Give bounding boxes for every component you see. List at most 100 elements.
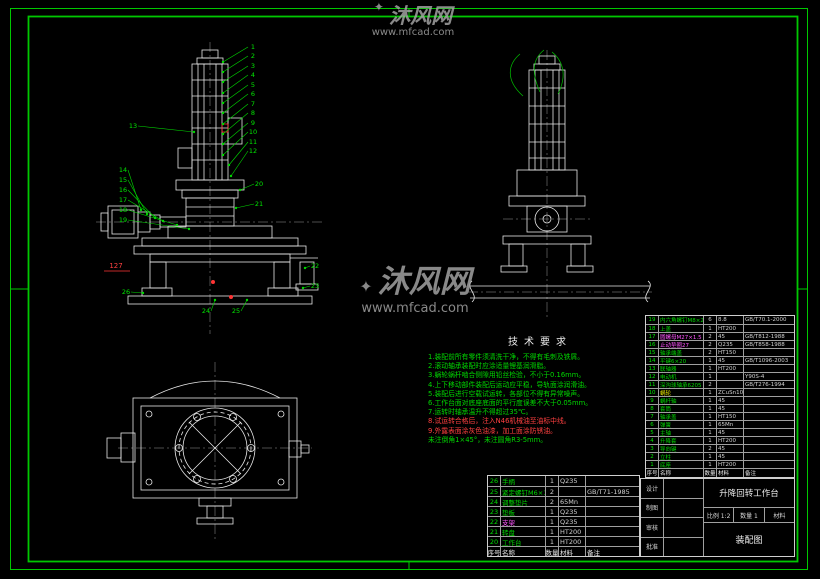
bom-cell: 5: [646, 429, 659, 436]
bom-cell: HT200: [717, 325, 744, 332]
title-block-label: 制图: [641, 498, 664, 517]
bom-cell: 导向键: [659, 445, 704, 452]
technical-requirements: 技术要求 1.装配前所有零件须清洗干净，不得有毛刺及铁屑。2.滚动轴承装配时应涂…: [428, 333, 652, 445]
bom-cell: 弹簧: [659, 421, 704, 428]
part-callout: 7: [251, 100, 255, 108]
title-block-label: 审核: [641, 518, 664, 537]
bom-cell: [586, 507, 639, 516]
bom-cell: [744, 349, 794, 356]
bom-cell: GB/T858-1988: [745, 341, 785, 348]
bom-cell: 8.8: [717, 316, 744, 324]
bom-header-row: 序号名称数量材料备注: [488, 546, 639, 556]
bom-cell: 20: [488, 537, 501, 546]
part-callout: 23: [311, 282, 319, 290]
bom-cell: [744, 365, 794, 372]
part-callout: 12: [249, 147, 257, 155]
bom-cell: GB/T812-1988: [745, 333, 785, 340]
bom-cell: [586, 527, 639, 536]
tech-requirement-line: 未注倒角1×45°，未注圆角R3-5mm。: [428, 435, 548, 444]
title-block-row: 审核: [641, 517, 703, 537]
bom-cell: 45: [717, 429, 744, 436]
tech-requirement-line: 8.试运转合格后，注入N46机械油至油标中线。: [428, 417, 571, 426]
bom-cell: 1: [704, 453, 717, 460]
bom-cell: 手柄: [501, 476, 546, 486]
bom-cell: [744, 453, 794, 460]
bom-cell: 22: [488, 517, 501, 526]
bom-cell: [744, 405, 794, 412]
bom-cell: 转盘: [501, 527, 546, 536]
bom-cell: 15: [646, 349, 659, 356]
bom-cell: 2: [704, 341, 717, 348]
bom-cell: Y90S-4: [745, 373, 765, 380]
part-callout: 17: [119, 196, 127, 204]
bom-cell: HT200: [559, 537, 586, 546]
part-callout: 4: [251, 71, 255, 79]
front-view: 12 7: [96, 42, 324, 334]
bom-cell: 1: [704, 413, 717, 420]
bom-cell: HT200: [717, 365, 744, 372]
bom-cell: 1: [704, 325, 717, 332]
bom-cell: [744, 421, 794, 428]
bom-cell: 2: [704, 333, 717, 340]
bom-cell: 名称: [659, 469, 704, 477]
bom-cell: 45: [717, 453, 744, 460]
drawing-material: 材料: [773, 512, 786, 520]
bom-cell: 11: [646, 381, 659, 388]
title-block-blank: [664, 518, 703, 537]
bom-cell: 9: [646, 397, 659, 404]
bom-cell: GB/T1096-2003: [745, 357, 789, 364]
bom-cell: 1: [546, 517, 559, 526]
bom-header-row: 序号名称数量材料备注: [646, 468, 794, 477]
bom-cell: 圆螺母M27×1.5: [659, 333, 704, 340]
bom-cell: ZCuSn10P1: [718, 389, 744, 396]
technical-requirements-lines: 1.装配前所有零件须清洗干净，不得有毛刺及铁屑。2.滚动轴承装配时应涂适量锂基润…: [428, 353, 652, 445]
bom-cell: 材料: [717, 469, 744, 477]
tech-requirement-line: 2.滚动轴承装配时应涂适量锂基润滑脂。: [428, 362, 551, 371]
bom-cell: 蜗轮: [659, 389, 704, 396]
part-callout: 15: [119, 176, 127, 184]
bom-cell: 内六角螺钉M8×20: [660, 316, 704, 324]
bom-cell: 1: [546, 527, 559, 536]
bom-cell: 数量: [546, 547, 559, 556]
bom-cell: 1: [704, 373, 717, 380]
bom-cell: 1: [546, 476, 559, 486]
bom-cell: Q235: [559, 476, 586, 486]
bom-cell: 12: [646, 373, 659, 380]
bom-cell: 8: [646, 405, 659, 412]
side-view-leader-arcs: [509, 49, 564, 97]
bom-cell: [744, 389, 794, 396]
tech-requirement-line: 3.蜗轮蜗杆啮合侧隙用铅丝检验，不小于0.16mm。: [428, 371, 586, 380]
tech-requirement-line: 9.外露表面涂灰色油漆，加工面涂防锈油。: [428, 426, 557, 435]
bom-cell: 2: [704, 349, 717, 356]
title-block-label: 设计: [641, 479, 664, 498]
bom-cell: 蜗杆轴: [659, 397, 704, 404]
bom-cell: 轴承盖: [659, 413, 704, 420]
bom-cell: 电动机: [659, 373, 704, 380]
bom-cell: 1: [704, 397, 717, 404]
drawing-frame: [10, 8, 808, 570]
tech-requirement-line: 6.工作台面对底座底面的平行度误差不大于0.05mm。: [428, 399, 593, 408]
bom-cell: [586, 497, 639, 506]
bom-cell: 备注: [745, 471, 757, 477]
bom-cell: 45: [717, 445, 744, 452]
drawing-scale: 比例 1:2: [704, 508, 735, 522]
bom-cell: 13: [646, 365, 659, 372]
bom-cell: 23: [488, 507, 501, 516]
bom-cell: 14: [646, 357, 659, 364]
part-callout: 13: [129, 122, 137, 130]
